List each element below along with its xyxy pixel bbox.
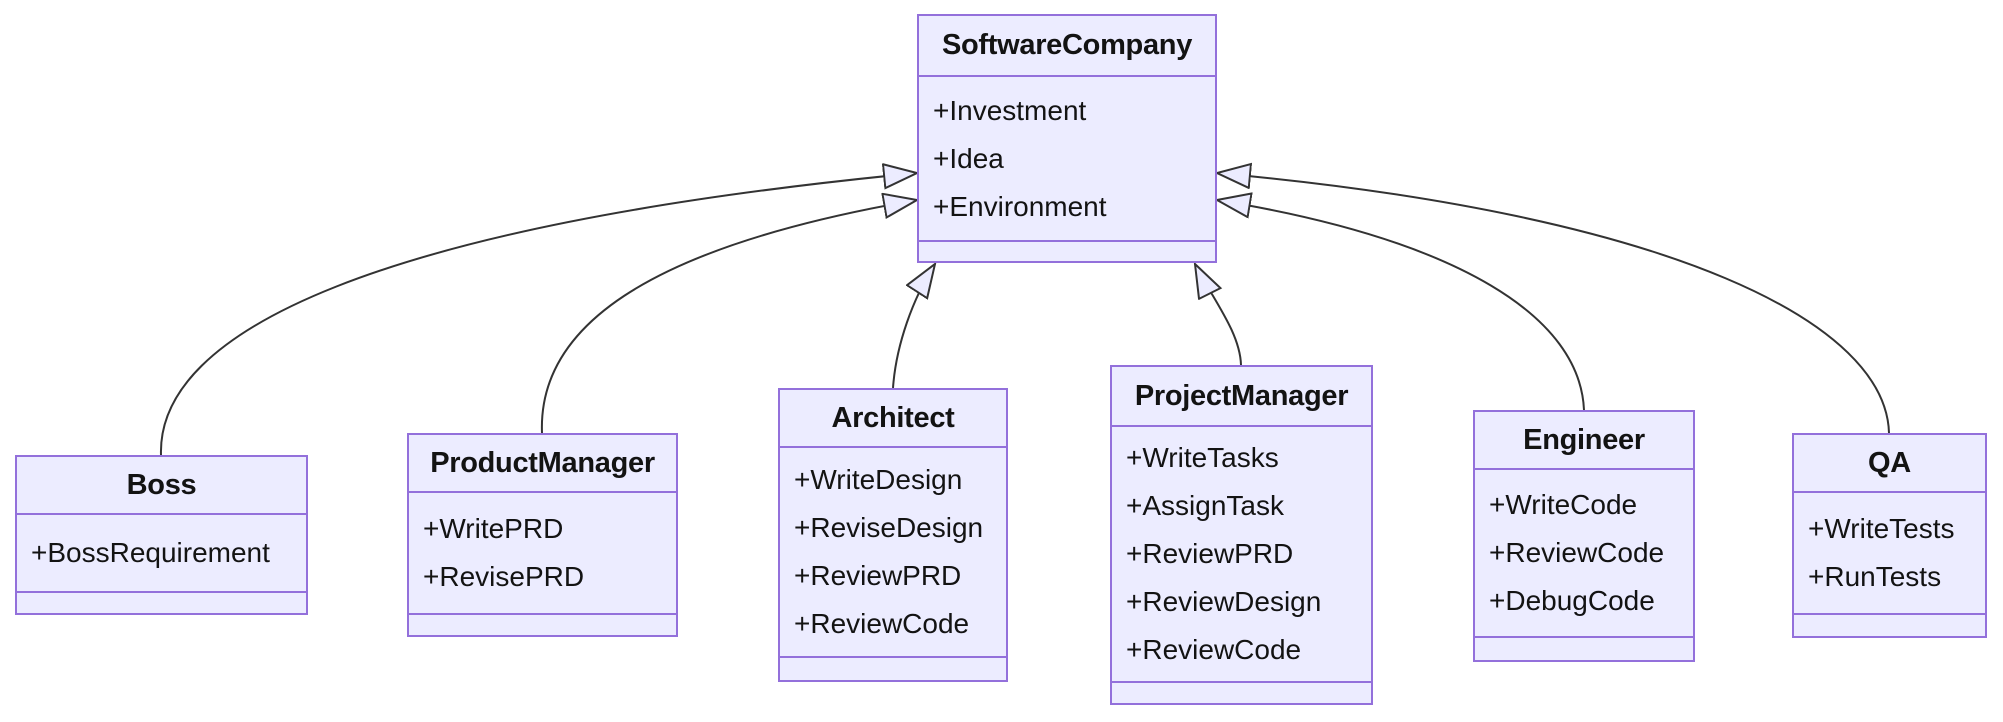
class-methods-empty (1112, 681, 1371, 703)
class-attribute: +ReviseDesign (794, 512, 984, 543)
class-title: QA (1794, 435, 1985, 493)
class-attributes: +WriteDesign +ReviseDesign +ReviewPRD +R… (780, 448, 1006, 656)
class-title: ProjectManager (1112, 367, 1371, 427)
class-methods-empty (17, 591, 306, 613)
class-attributes: +WriteTests +RunTests (1794, 493, 1985, 613)
class-qa: QA +WriteTests +RunTests (1792, 433, 1987, 638)
class-title: Architect (780, 390, 1006, 448)
class-engineer: Engineer +WriteCode +ReviewCode +DebugCo… (1473, 410, 1695, 662)
class-attribute: +WriteTasks (1126, 442, 1279, 473)
class-attributes: +WritePRD +RevisePRD (409, 493, 676, 613)
edge-architect-to-softwarecompany (892, 264, 935, 389)
class-attribute: +ReviewCode (794, 608, 970, 639)
class-methods-empty (1794, 613, 1985, 636)
class-softwarecompany: SoftwareCompany +Investment +Idea +Envir… (917, 14, 1217, 263)
class-attribute: +WriteDesign (794, 464, 963, 495)
class-title: ProductManager (409, 435, 676, 493)
class-title: SoftwareCompany (919, 16, 1215, 77)
class-attribute: +ReviewCode (1489, 537, 1665, 568)
class-attribute: +WritePRD (423, 513, 564, 544)
edge-projectmanager-to-softwarecompany (1195, 264, 1242, 366)
class-attribute: +ReviewCode (1126, 634, 1302, 665)
class-attribute: +BossRequirement (31, 537, 270, 568)
edge-productmanager-to-softwarecompany (540, 200, 917, 434)
edge-boss-to-softwarecompany (159, 173, 917, 456)
class-architect: Architect +WriteDesign +ReviseDesign +Re… (778, 388, 1008, 682)
edge-engineer-to-softwarecompany (1217, 200, 1585, 411)
class-attribute: +AssignTask (1126, 490, 1284, 521)
class-attribute: +RunTests (1808, 561, 1942, 592)
class-attribute: +ReviewDesign (1126, 586, 1322, 617)
class-methods-empty (409, 613, 676, 635)
class-productmanager: ProductManager +WritePRD +RevisePRD (407, 433, 678, 637)
class-attributes: +Investment +Idea +Environment (919, 77, 1215, 240)
class-attributes: +WriteCode +ReviewCode +DebugCode (1475, 470, 1693, 636)
class-attribute: +ReviewPRD (794, 560, 962, 591)
class-attribute: +ReviewPRD (1126, 538, 1294, 569)
class-methods-empty (1475, 636, 1693, 660)
class-attribute: +Investment (933, 94, 1087, 126)
class-attribute: +Idea (933, 142, 1004, 174)
edge-qa-to-softwarecompany (1217, 173, 1890, 434)
class-attributes: +WriteTasks +AssignTask +ReviewPRD +Revi… (1112, 427, 1371, 681)
class-attribute: +WriteTests (1808, 513, 1955, 544)
class-attribute: +Environment (933, 190, 1107, 222)
class-title: Boss (17, 457, 306, 515)
class-methods-empty (919, 240, 1215, 261)
class-boss: Boss +BossRequirement (15, 455, 308, 615)
class-attributes: +BossRequirement (17, 515, 306, 591)
class-projectmanager: ProjectManager +WriteTasks +AssignTask +… (1110, 365, 1373, 705)
class-methods-empty (780, 656, 1006, 680)
class-attribute: +RevisePRD (423, 561, 585, 592)
class-attribute: +WriteCode (1489, 489, 1638, 520)
class-title: Engineer (1475, 412, 1693, 470)
class-attribute: +DebugCode (1489, 585, 1655, 616)
